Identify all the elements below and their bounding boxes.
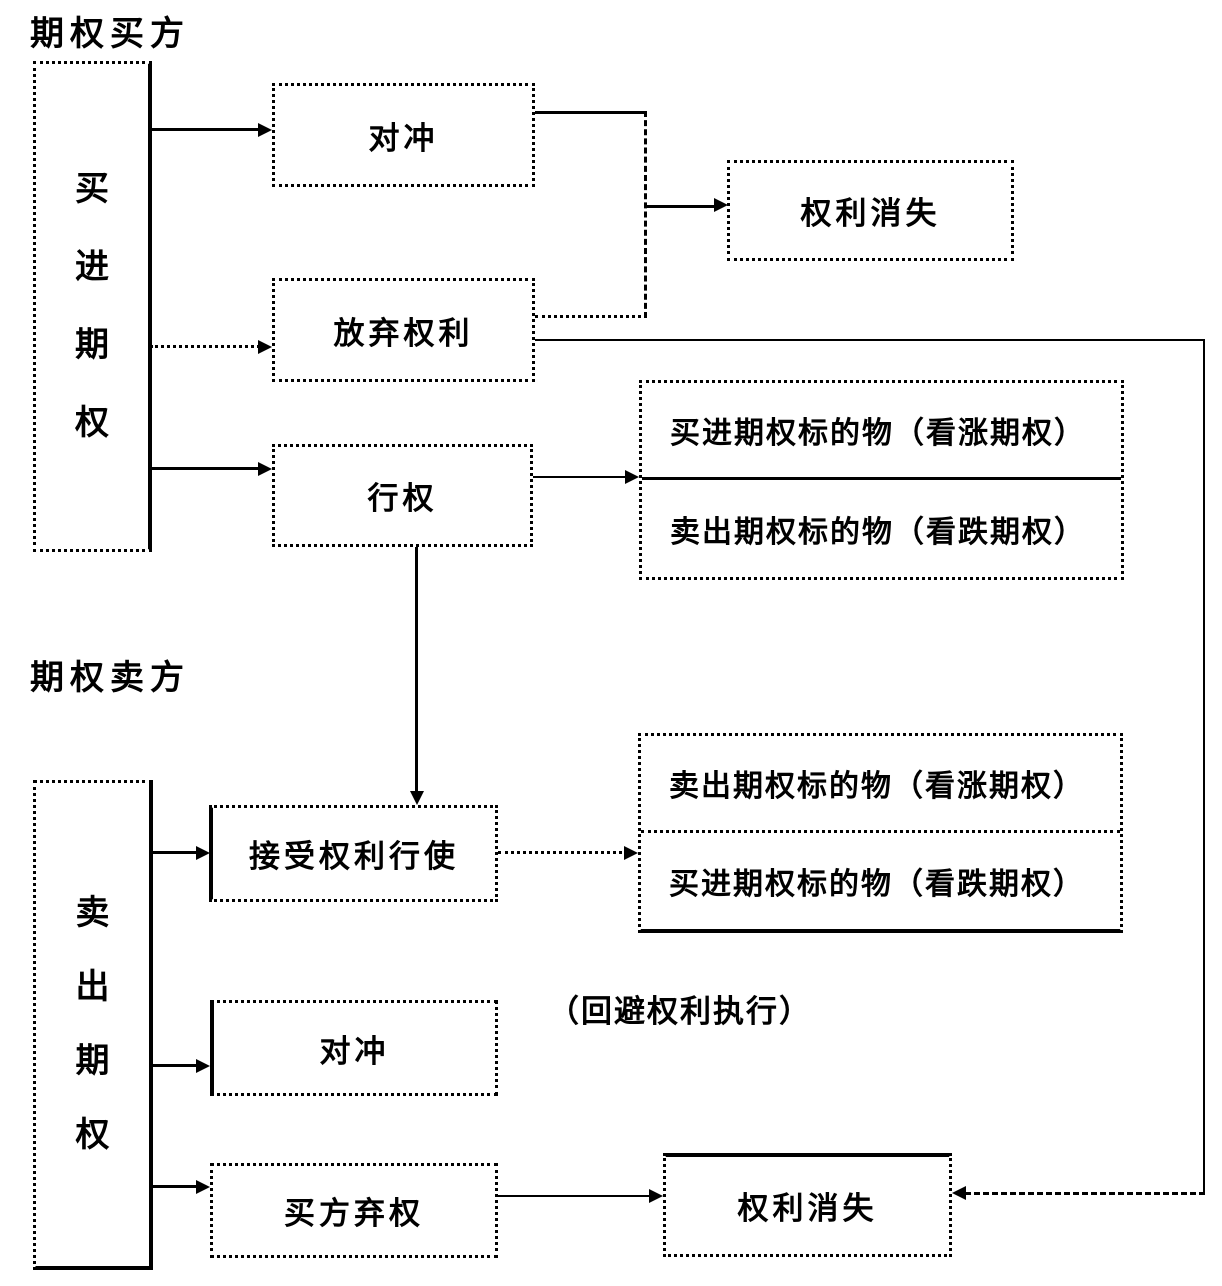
- buyer-outcome-row-call: 买进期权标的物（看涨期权）: [642, 383, 1121, 477]
- box-sell-option-label: 卖出期权: [75, 894, 110, 1154]
- label-option-buyer: 期权买方: [30, 16, 190, 53]
- buyer-outcome-row-put: 卖出期权标的物（看跌期权）: [642, 477, 1121, 577]
- buyer-outcome-row-put-label: 卖出期权标的物（看跌期权）: [670, 515, 1086, 549]
- arrowhead-accept-exercise-top: [410, 791, 424, 805]
- box-buy-option-label: 买进期权: [75, 170, 109, 442]
- box-accept-exercise: 接受权利行使: [209, 805, 498, 902]
- arrowhead-seller-outcome: [624, 846, 638, 860]
- box-rights-lost-bottom-label: 权利消失: [737, 1191, 878, 1226]
- connector-hedge-right: [535, 111, 647, 114]
- connector-far-right-vertical: [1203, 339, 1205, 1194]
- box-rights-lost-top: 权利消失: [727, 160, 1014, 261]
- connector-accept-to-outcome: [498, 851, 628, 854]
- connector-buy-to-exercise: [152, 467, 262, 470]
- box-exercise-label: 行权: [367, 481, 438, 516]
- connector-junction-vertical: [644, 111, 647, 318]
- box-rights-lost-bottom: 权利消失: [663, 1153, 952, 1257]
- connector-sell-to-waive: [153, 1185, 203, 1188]
- box-exercise: 行权: [272, 444, 533, 547]
- arrowhead-sell-to-hedge: [196, 1059, 210, 1073]
- connector-buy-to-hedge: [152, 128, 262, 131]
- connector-exercise-to-outcome: [533, 476, 631, 478]
- connector-abandon-long-right: [535, 339, 1205, 341]
- label-avoid-exercise-note: （回避权利执行）: [548, 994, 812, 1029]
- box-buyer-waives: 买方弃权: [210, 1163, 498, 1258]
- box-buyer-waives-label: 买方弃权: [284, 1196, 424, 1231]
- box-seller-outcome: 卖出期权标的物（看涨期权） 买进期权标的物（看跌期权）: [638, 733, 1123, 933]
- connector-buy-to-abandon: [150, 345, 260, 348]
- box-buyer-outcome: 买进期权标的物（看涨期权） 卖出期权标的物（看跌期权）: [639, 380, 1124, 580]
- arrowhead-rights-lost-top: [714, 198, 728, 212]
- buyer-outcome-row-call-label: 买进期权标的物（看涨期权）: [670, 417, 1086, 450]
- box-hedge-bottom-label: 对冲: [319, 1033, 390, 1069]
- box-hedge-bottom: 对冲: [210, 1000, 498, 1096]
- arrowhead-buy-to-abandon: [258, 340, 272, 354]
- connector-exercise-down: [415, 547, 418, 795]
- arrowhead-buy-to-hedge: [258, 123, 272, 137]
- arrowhead-rights-lost-bottom-left: [649, 1189, 663, 1203]
- box-buy-option: 买进期权: [33, 61, 152, 552]
- label-option-seller: 期权卖方: [30, 660, 190, 697]
- seller-outcome-row-put-label: 买进期权标的物（看跌期权）: [669, 868, 1085, 901]
- connector-dashed-to-rights-lost-bottom: [965, 1192, 1205, 1195]
- seller-outcome-row-call: 卖出期权标的物（看涨期权）: [641, 736, 1120, 830]
- box-rights-lost-top-label: 权利消失: [800, 196, 941, 231]
- box-sell-option: 卖出期权: [33, 780, 153, 1270]
- connector-to-rights-lost-top: [644, 205, 718, 208]
- box-accept-exercise-label: 接受权利行使: [249, 839, 459, 874]
- seller-outcome-row-put: 买进期权标的物（看跌期权）: [641, 830, 1120, 929]
- connector-sell-to-hedge: [153, 1064, 203, 1067]
- connector-waive-to-rights-lost: [498, 1195, 653, 1197]
- connector-abandon-to-junction: [535, 315, 647, 318]
- box-abandon-rights: 放弃权利: [272, 278, 535, 382]
- box-abandon-rights-label: 放弃权利: [333, 315, 474, 351]
- arrowhead-sell-to-waive: [196, 1180, 210, 1194]
- arrowhead-sell-to-accept: [196, 846, 210, 860]
- connector-sell-to-accept: [153, 851, 203, 854]
- arrowhead-buyer-outcome: [625, 470, 639, 484]
- seller-outcome-row-call-label: 卖出期权标的物（看涨期权）: [669, 770, 1085, 803]
- box-hedge-top-label: 对冲: [368, 120, 439, 156]
- arrowhead-buy-to-exercise: [258, 462, 272, 476]
- arrowhead-rights-lost-bottom-right: [952, 1186, 966, 1200]
- box-hedge-top: 对冲: [272, 83, 535, 187]
